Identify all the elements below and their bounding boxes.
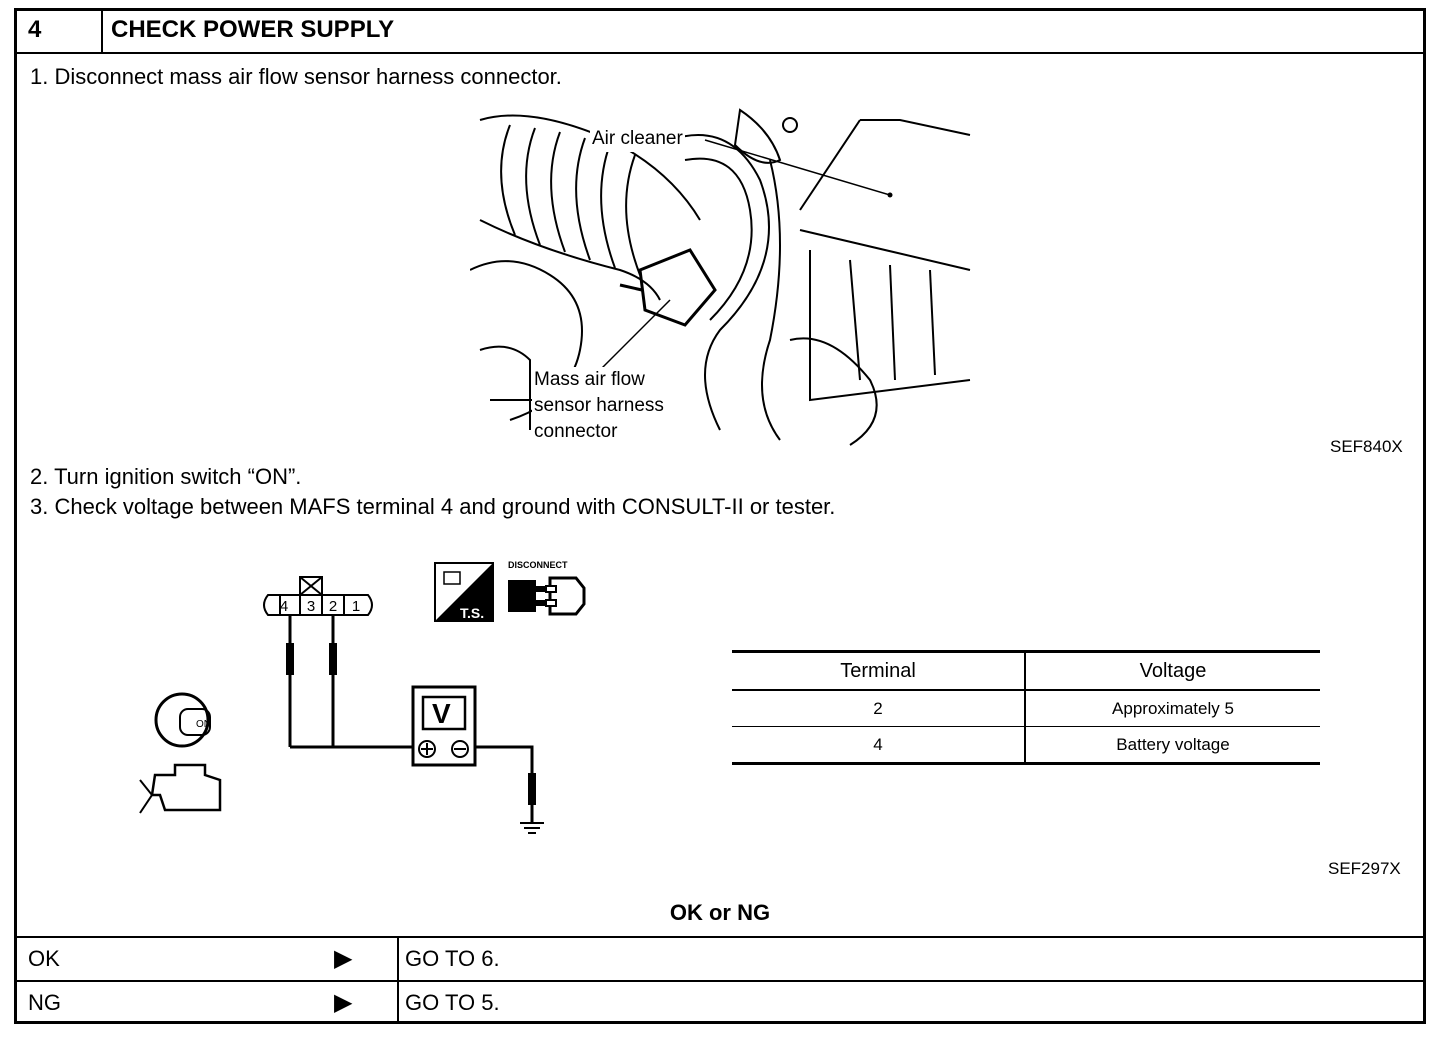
result-row-ok: OK ▶ GO TO 6. [14, 936, 1426, 980]
troubleshooting-icon: T.S. [434, 562, 494, 622]
result-action-ok: GO TO 6. [397, 938, 500, 980]
arrow-right-icon: ▶ [334, 989, 353, 1016]
ok-or-ng-question: OK or NG [669, 900, 771, 925]
connector-terminal-3: 3 [307, 598, 315, 615]
connector-terminal-2: 2 [329, 598, 337, 615]
result-action-ng: GO TO 5. [397, 982, 500, 1024]
connector-terminal-1: 1 [352, 598, 360, 615]
figure-code-sef840x: SEF840X [1330, 437, 1403, 456]
result-label-ng: NG [28, 990, 61, 1015]
callout-connector-line3: connector [532, 419, 620, 445]
column-header-terminal: Terminal [732, 650, 1026, 691]
table-header-row: Terminal Voltage [732, 650, 1320, 691]
table-cell-voltage: Approximately 5 [1025, 690, 1320, 727]
disconnect-icon [508, 576, 586, 616]
result-row-ng: NG ▶ GO TO 5. [14, 980, 1426, 1024]
engine-bay-illustration [470, 108, 971, 446]
step-number: 4 [14, 8, 103, 52]
voltage-table: Terminal Voltage 2 Approximately 5 4 Bat… [732, 650, 1320, 765]
step-2-text: 2. Turn ignition switch “ON”. [30, 464, 302, 489]
step-header: 4 CHECK POWER SUPPLY [14, 8, 1426, 54]
table-cell-terminal: 2 [732, 690, 1026, 727]
voltmeter-label: V [432, 698, 451, 729]
column-header-voltage: Voltage [1025, 650, 1320, 691]
step-title: CHECK POWER SUPPLY [111, 16, 395, 43]
ignition-on-label: ON [196, 719, 211, 730]
result-label-ok: OK [28, 946, 60, 971]
step-3-text: 3. Check voltage between MAFS terminal 4… [30, 494, 836, 519]
table-cell-terminal: 4 [732, 726, 1026, 765]
ts-label: T.S. [460, 605, 484, 621]
arrow-right-icon: ▶ [334, 945, 353, 972]
connector-terminal-4: 4 [280, 598, 288, 615]
table-row: 4 Battery voltage [732, 726, 1320, 765]
procedure-frame [14, 8, 1426, 1024]
callout-air-cleaner: Air cleaner [590, 126, 685, 152]
callout-connector-line2: sensor harness [532, 393, 666, 419]
callout-connector-line1: Mass air flow [532, 367, 647, 393]
circuit-diagram: V 4 3 2 1 ON [139, 576, 544, 834]
figure-code-sef297x: SEF297X [1328, 859, 1401, 878]
table-cell-voltage: Battery voltage [1025, 726, 1320, 765]
disconnect-label: DISCONNECT [508, 560, 568, 570]
step-1-text: 1. Disconnect mass air flow sensor harne… [30, 64, 562, 89]
table-row: 2 Approximately 5 [732, 690, 1320, 727]
